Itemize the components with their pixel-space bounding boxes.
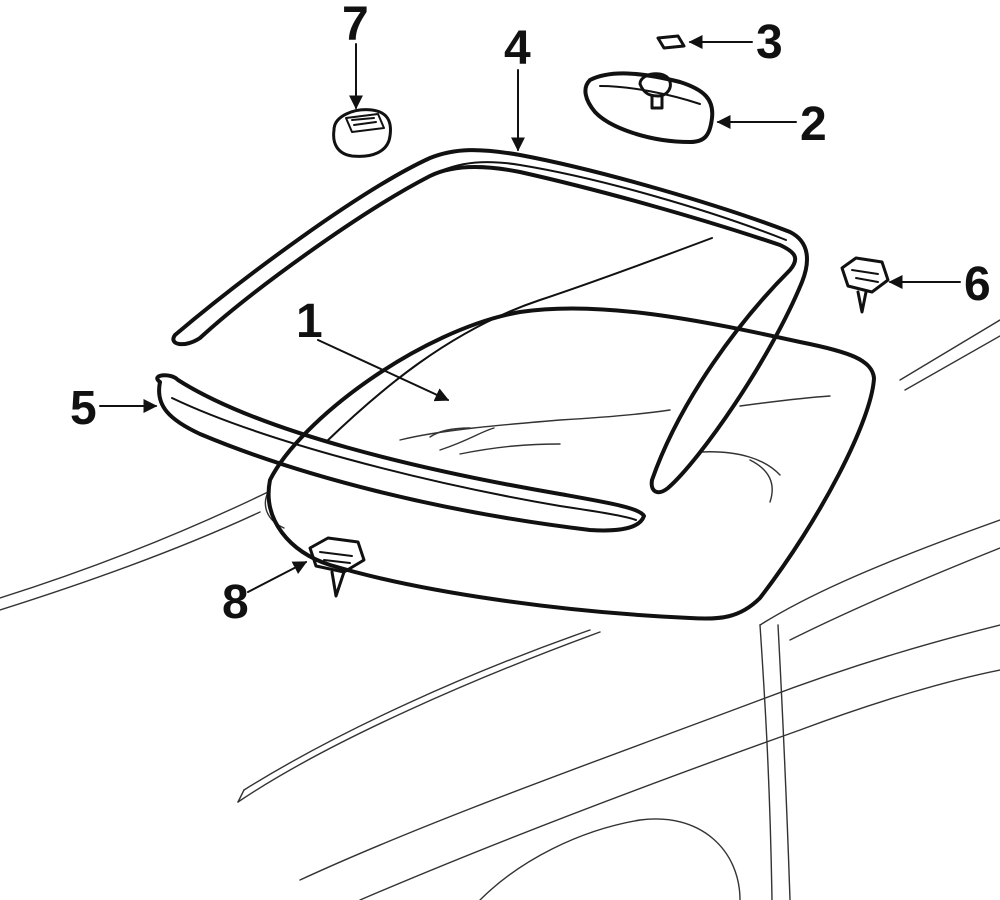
car-body-outline	[0, 319, 1000, 900]
leader-8	[247, 561, 308, 593]
callout-7: 7	[342, 0, 369, 51]
leader-lines	[99, 35, 961, 593]
windshield-glass	[266, 237, 876, 621]
callout-labels: 1 2 3 4 5 6 7 8	[70, 0, 991, 629]
callout-8: 8	[222, 576, 249, 629]
callout-2: 2	[800, 98, 827, 151]
clip-lower	[308, 536, 366, 598]
callout-6: 6	[964, 258, 991, 311]
callout-4: 4	[504, 22, 531, 75]
clip-upper	[332, 108, 392, 158]
rear-view-mirror	[583, 71, 715, 144]
leader-1	[317, 339, 450, 402]
callout-3: 3	[756, 16, 783, 69]
callout-5: 5	[70, 382, 97, 435]
upper-reveal-molding	[171, 148, 809, 495]
mirror-button	[656, 34, 686, 50]
callout-1: 1	[296, 295, 323, 348]
clip-right	[840, 256, 890, 314]
lower-molding	[155, 373, 646, 533]
